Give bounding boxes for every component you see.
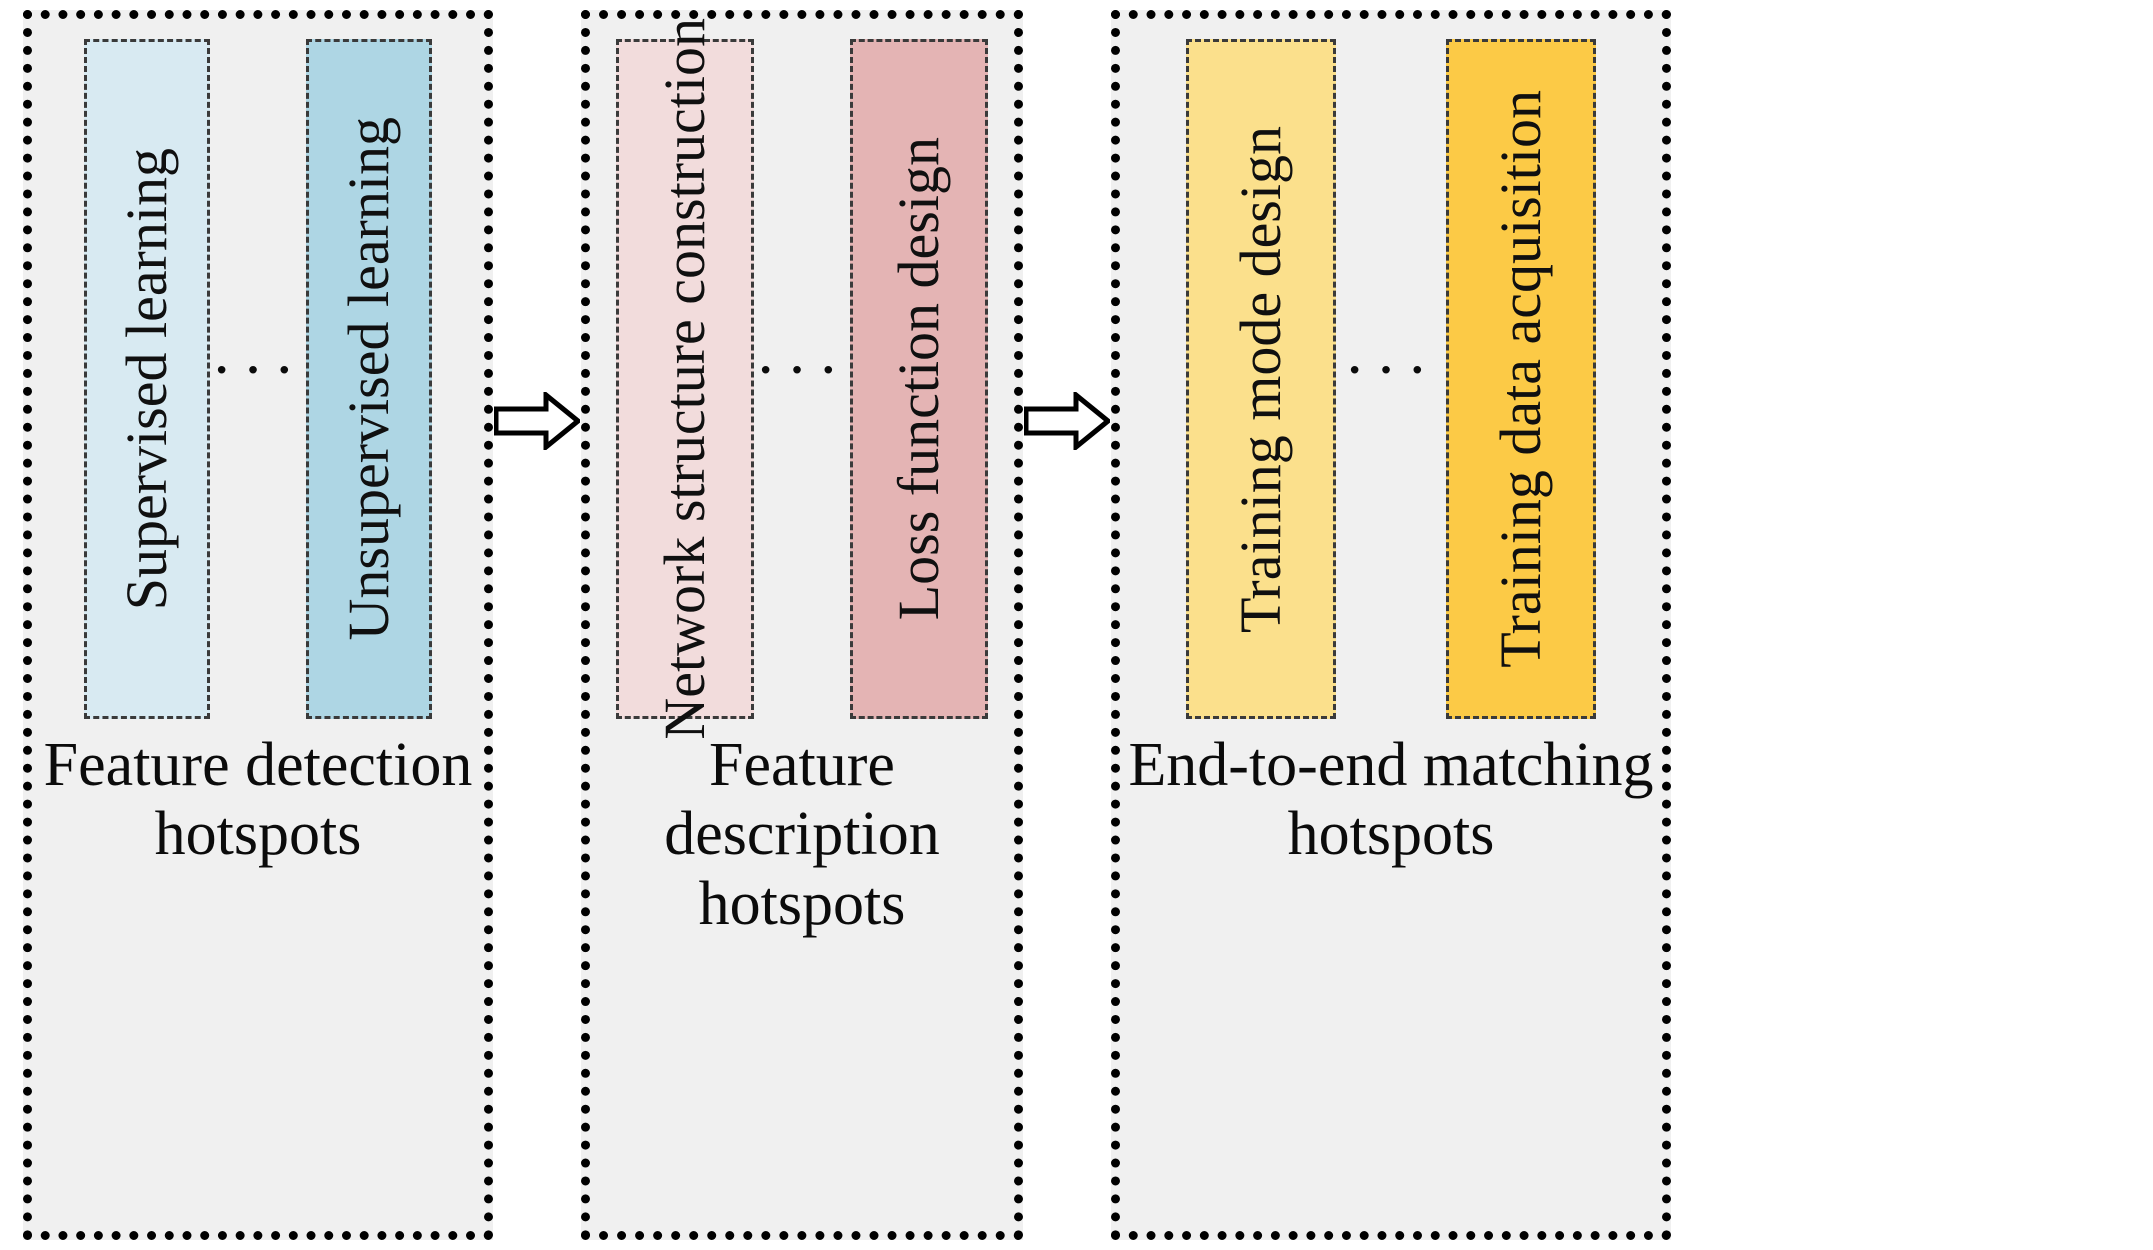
items-row-feature-description: Network structure construction ··· Loss …: [590, 18, 1014, 740]
item-label-loss-function-design: Loss function design: [886, 137, 951, 621]
item-label-network-structure-construction: Network structure construction: [652, 18, 717, 740]
ellipsis-feature-description: ···: [755, 334, 849, 406]
group-caption-feature-detection: Feature detection hotspots: [43, 731, 473, 869]
group-caption-feature-description: Feature description hotspots: [664, 731, 940, 938]
ellipsis-end-to-end-matching: ···: [1344, 334, 1438, 406]
item-label-training-data-acquisition: Training data acquisition: [1488, 90, 1553, 668]
items-row-feature-detection: Supervised learning ··· Unsupervised lea…: [32, 19, 484, 719]
group-feature-description: Network structure construction ··· Loss …: [581, 10, 1023, 1240]
arrow-right-icon-1: [494, 392, 580, 450]
item-box-loss-function-design[interactable]: Loss function design: [850, 39, 988, 719]
arrow-right-icon-2: [1024, 392, 1110, 450]
item-box-training-data-acquisition[interactable]: Training data acquisition: [1446, 39, 1596, 719]
group-end-to-end-matching: Training mode design ··· Training data a…: [1111, 10, 1671, 1240]
group-feature-detection: Supervised learning ··· Unsupervised lea…: [23, 10, 493, 1240]
item-label-supervised-learning: Supervised learning: [114, 147, 179, 611]
group-caption-end-to-end-matching: End-to-end matching hotspots: [1128, 731, 1654, 869]
item-box-network-structure-construction[interactable]: Network structure construction: [616, 18, 754, 740]
item-box-unsupervised-learning[interactable]: Unsupervised learning: [306, 39, 432, 719]
item-box-supervised-learning[interactable]: Supervised learning: [84, 39, 210, 719]
item-label-unsupervised-learning: Unsupervised learning: [336, 117, 401, 641]
arrow-slot-2: [1023, 0, 1111, 1250]
arrow-slot-1: [493, 0, 581, 1250]
item-label-training-mode-design: Training mode design: [1228, 125, 1293, 633]
ellipsis-feature-detection: ···: [211, 334, 305, 406]
items-row-end-to-end-matching: Training mode design ··· Training data a…: [1120, 19, 1662, 719]
item-box-training-mode-design[interactable]: Training mode design: [1186, 39, 1336, 719]
